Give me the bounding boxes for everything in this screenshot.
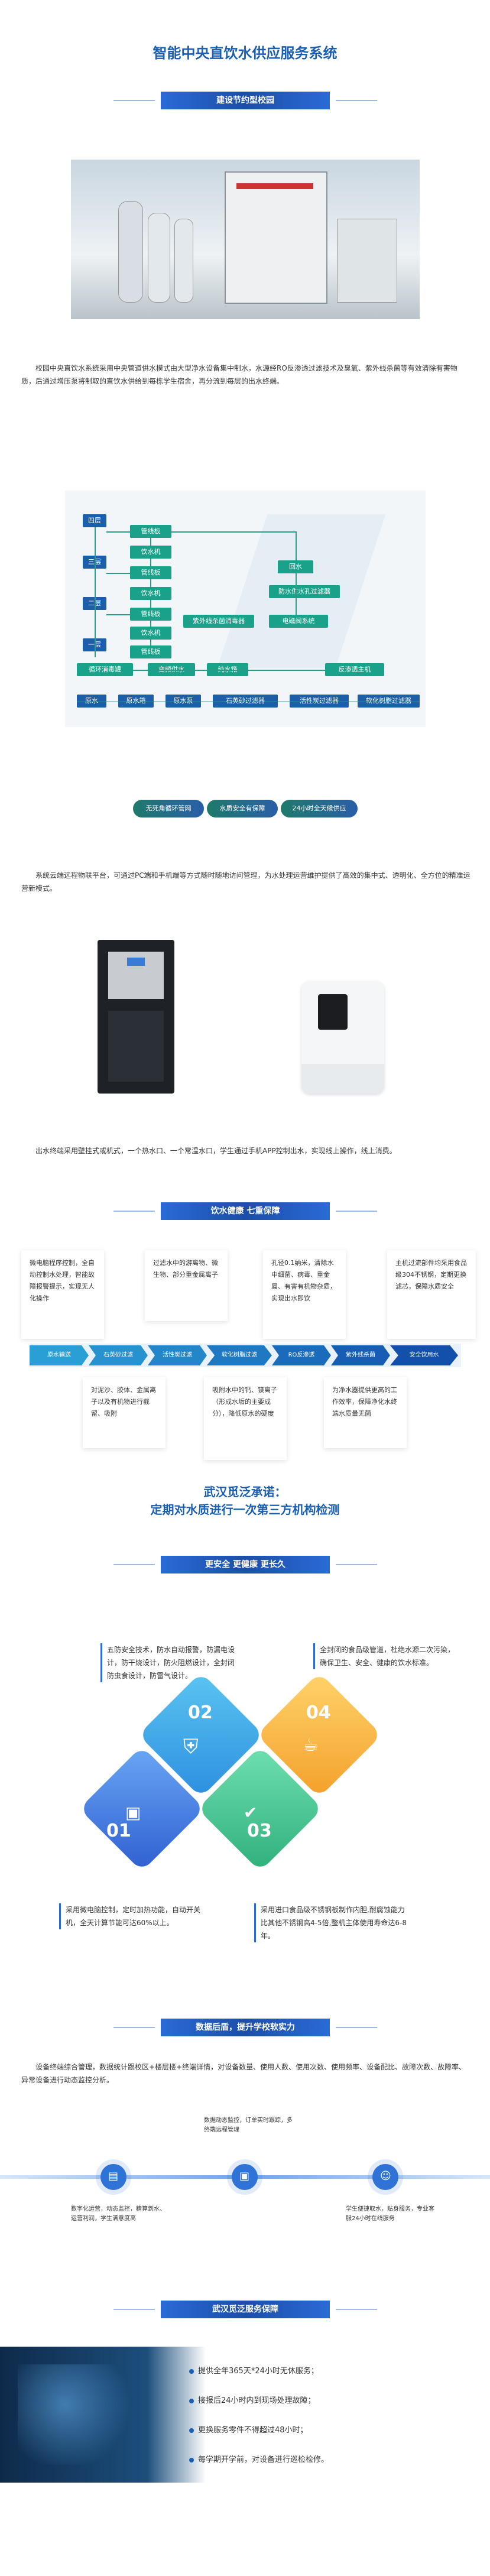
- health-card: 主机过流部件均采用食品级304不锈钢，定期更换滤芯，保障水质安全: [387, 1250, 476, 1339]
- step: RO反渗透: [272, 1345, 331, 1365]
- user-icon: ☺: [380, 2170, 391, 2182]
- data-label-left: 数字化运营，动态监控，精算到水、运营利润，学生满意度高: [71, 2206, 166, 2222]
- hex-number: 03: [247, 1821, 272, 1841]
- flow-box: 饮水机: [130, 546, 171, 559]
- flow-box: 防水供水孔过滤器: [269, 585, 340, 598]
- service-item: 每学期开学前，对设备进行巡检检修。: [198, 2455, 329, 2464]
- flow-box: 活性炭过滤器: [290, 695, 349, 708]
- flow-box: 饮水机: [130, 627, 171, 640]
- node-right: [372, 2164, 398, 2190]
- flow-box: 反渗透主机: [325, 663, 384, 676]
- health-card: 过滤水中的游离物、微生物、部分重金属离子: [145, 1250, 228, 1321]
- intro-paragraph: 校园中央直饮水系统采用中央管道供水模式由大型净水设备集中制水，水源经RO反渗透过…: [21, 364, 457, 385]
- section-banner-safety: 更安全 更健康 更长久: [113, 1556, 377, 1573]
- hex-number: 04: [306, 1702, 331, 1723]
- terminal-paragraph: 出水终端采用壁挂式或机式，一个热水口、一个常温水口，学生通过手机APP控制出水，…: [35, 1147, 397, 1155]
- section-banner-service: 武汉觅泛服务保障: [113, 2301, 377, 2318]
- data-paragraph: 设备终端综合管理，数据统计跟校区+楼层楼+终端详情，对设备数量、使用人数、使用次…: [21, 2063, 466, 2084]
- feature-pill: 水质安全有保障: [207, 800, 278, 817]
- flow-box: 循环消毒罐: [77, 663, 133, 676]
- shield-icon: ⛨: [183, 1735, 199, 1759]
- cup-icon: ☕: [303, 1735, 319, 1756]
- platform-paragraph: 系统云端远程物联平台，可通过PC端和手机端等方式随时随地访问管理，为水处理运营维…: [21, 871, 470, 893]
- monitor-icon: ▣: [125, 1803, 141, 1822]
- equipment-photo: [71, 160, 420, 319]
- flow-box: 原水泵: [166, 695, 201, 708]
- service-panel: [0, 2347, 490, 2483]
- dispenser-cabinet-image: [98, 940, 174, 1094]
- safety-text: 采用微电脑控制，定时加热功能，自动开关机，全天计算节能可达60%以上。: [59, 1903, 213, 1929]
- flow-box: 原水箱: [118, 695, 154, 708]
- page-title: 智能中央直饮水供应服务系统: [152, 45, 338, 61]
- step: 活性炭过滤: [148, 1345, 207, 1365]
- section-banner-health: 饮水健康 七重保障: [113, 1202, 377, 1220]
- monitor-icon: ▣: [239, 2170, 250, 2182]
- wall-dispenser-image: [301, 981, 384, 1094]
- service-item: 接报后24小时内到现场处理故障；: [198, 2396, 316, 2405]
- safety-text: 采用进口食品级不锈钢板制作内胆,耐腐蚀能力比其他不锈钢高4-5倍,整机主体使用寿…: [254, 1903, 408, 1942]
- node-left: [100, 2164, 126, 2190]
- health-card: 微电脑程序控制，全自动控制水处理，智能故障报警提示，实现无人化操作: [21, 1250, 104, 1339]
- flow-diagram: 四层 三层 二层 一层 管线板 管线板 管线板 管线板 饮水机 饮水机 饮水机 …: [65, 491, 426, 727]
- node-center: [232, 2164, 258, 2190]
- promise-line1: 武汉觅泛承诺：: [203, 1485, 287, 1499]
- flow-box: 饮水机: [130, 587, 171, 600]
- safety-text: 五防安全技术，防水自动报警，防漏电设计，防干烧设计，防火阻燃设计，全封闭防虫食设…: [100, 1643, 237, 1682]
- step: 紫外线杀菌: [331, 1345, 390, 1365]
- hex-number: 01: [106, 1821, 131, 1841]
- flow-box: 紫外线杀菌消毒器: [183, 615, 254, 628]
- step: 安全饮用水: [390, 1345, 458, 1365]
- floor-tag: 四层: [83, 514, 106, 527]
- service-item: 更换服务零件不得超过48小时；: [198, 2426, 308, 2435]
- health-card: 对泥沙、胶体、金属离子以及有机物进行截留、吸附: [83, 1377, 166, 1448]
- chart-icon: ▤: [108, 2170, 119, 2182]
- flow-box: 石英砂过滤器: [213, 695, 278, 708]
- data-label-right: 学生便捷取水，贴身服务，专业客服24小时在线服务: [346, 2206, 434, 2222]
- feature-pill: 24小时全天候供应: [281, 800, 358, 817]
- health-card: 为净水器提供更高的工作效率，保障净化水终端水质量无菌: [324, 1377, 407, 1448]
- service-item: 提供全年365天*24小时无休服务；: [198, 2367, 319, 2376]
- check-icon: ✔: [244, 1803, 258, 1822]
- section-banner-data: 数据后盾，提升学校软实力: [113, 2019, 377, 2036]
- flow-box: 管线板: [130, 525, 171, 538]
- promise-line2: 定期对水质进行一次第三方机构检测: [150, 1503, 340, 1517]
- data-label-top: 数据动态监控，订单实时跟踪，多终端远程管理: [204, 2117, 293, 2133]
- flow-box: 电磁阀系统: [269, 615, 328, 628]
- flow-box: 原水: [77, 695, 106, 708]
- step: 软化树脂过滤: [207, 1345, 272, 1365]
- hex-number: 02: [188, 1702, 213, 1723]
- flow-box: 软化树脂过滤器: [358, 695, 420, 708]
- feature-pill: 无死角循环管网: [133, 800, 204, 817]
- step: 原水输送: [30, 1345, 89, 1365]
- health-card: 吸附水中的钙、镁离子（形成水垢的主要成分），降低原水的硬度: [204, 1377, 287, 1460]
- flow-box: 回水: [278, 560, 313, 573]
- health-card: 孔径0.1纳米，清除水中细菌、病毒、重金属、有害有机物杂质，实现出水即饮: [263, 1250, 346, 1339]
- step: 石英砂过滤: [89, 1345, 148, 1365]
- safety-text: 全封闭的食品级管道，杜绝水源二次污染，确保卫生、安全、健康的饮水标准。: [313, 1643, 456, 1669]
- section-banner-campus: 建设节约型校园: [113, 92, 377, 109]
